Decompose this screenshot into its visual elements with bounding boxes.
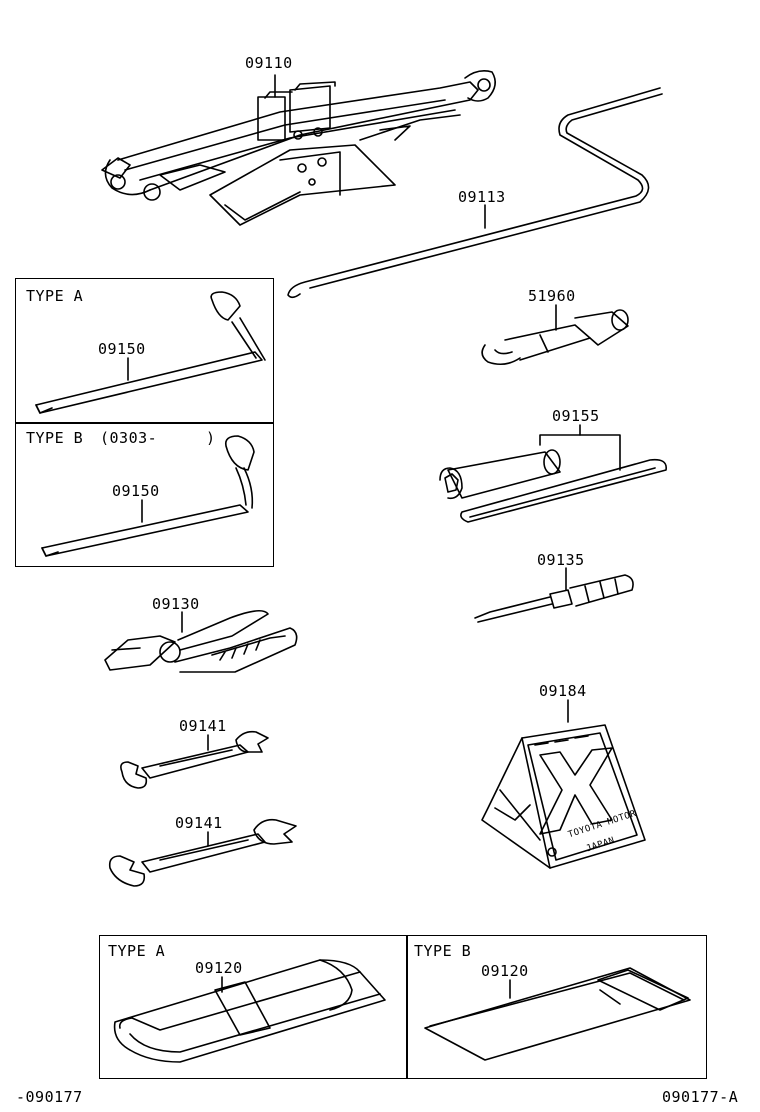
- scissor-jack-drawing: [101, 70, 496, 226]
- wrench-type-b-range-end: ): [206, 429, 216, 447]
- label-09184: 09184: [539, 682, 587, 700]
- label-09113: 09113: [458, 188, 506, 206]
- tool-bag-a-drawing: [113, 959, 386, 1063]
- label-51960: 51960: [528, 287, 576, 305]
- label-09141-second: 09141: [175, 814, 223, 832]
- label-09150-type-b: 09150: [112, 482, 160, 500]
- plug-wrench-drawing: [439, 424, 667, 523]
- label-09155: 09155: [552, 407, 600, 425]
- wrench-type-b-title: TYPE B: [26, 429, 84, 447]
- label-09130: 09130: [152, 595, 200, 613]
- tool-bag-frame: [99, 935, 707, 1079]
- label-09120-type-b: 09120: [481, 962, 529, 980]
- wrench-type-a-title: TYPE A: [26, 287, 84, 305]
- spanner-1-drawing: [120, 730, 269, 789]
- label-09150-type-a: 09150: [98, 340, 146, 358]
- bag-type-a-title: TYPE A: [108, 942, 166, 960]
- screwdriver-drawing: [474, 567, 634, 623]
- wrench-type-a-frame: [15, 278, 274, 424]
- tool-bag-b-drawing: [424, 967, 691, 1061]
- label-09141-first: 09141: [179, 717, 227, 735]
- label-09120-type-a: 09120: [195, 959, 243, 977]
- wrench-type-b-frame: [15, 422, 274, 567]
- pliers-drawing: [104, 610, 298, 673]
- label-09110: 09110: [245, 54, 293, 72]
- spanner-2-drawing: [108, 818, 297, 887]
- footer-right-code: 090177-A: [662, 1088, 739, 1106]
- warning-triangle-drawing: [481, 699, 646, 869]
- towing-eye-drawing: [481, 304, 629, 366]
- lug-wrench-a-drawing: [35, 291, 266, 414]
- footer-left-code: -090177: [16, 1088, 83, 1106]
- tool-bag-divider: [406, 935, 408, 1079]
- label-09135: 09135: [537, 551, 585, 569]
- bag-type-b-title: TYPE B: [414, 942, 472, 960]
- wrench-type-b-range-start: (0303-: [100, 429, 158, 447]
- lug-wrench-b-drawing: [41, 435, 255, 557]
- jack-handle-drawing: [287, 87, 663, 299]
